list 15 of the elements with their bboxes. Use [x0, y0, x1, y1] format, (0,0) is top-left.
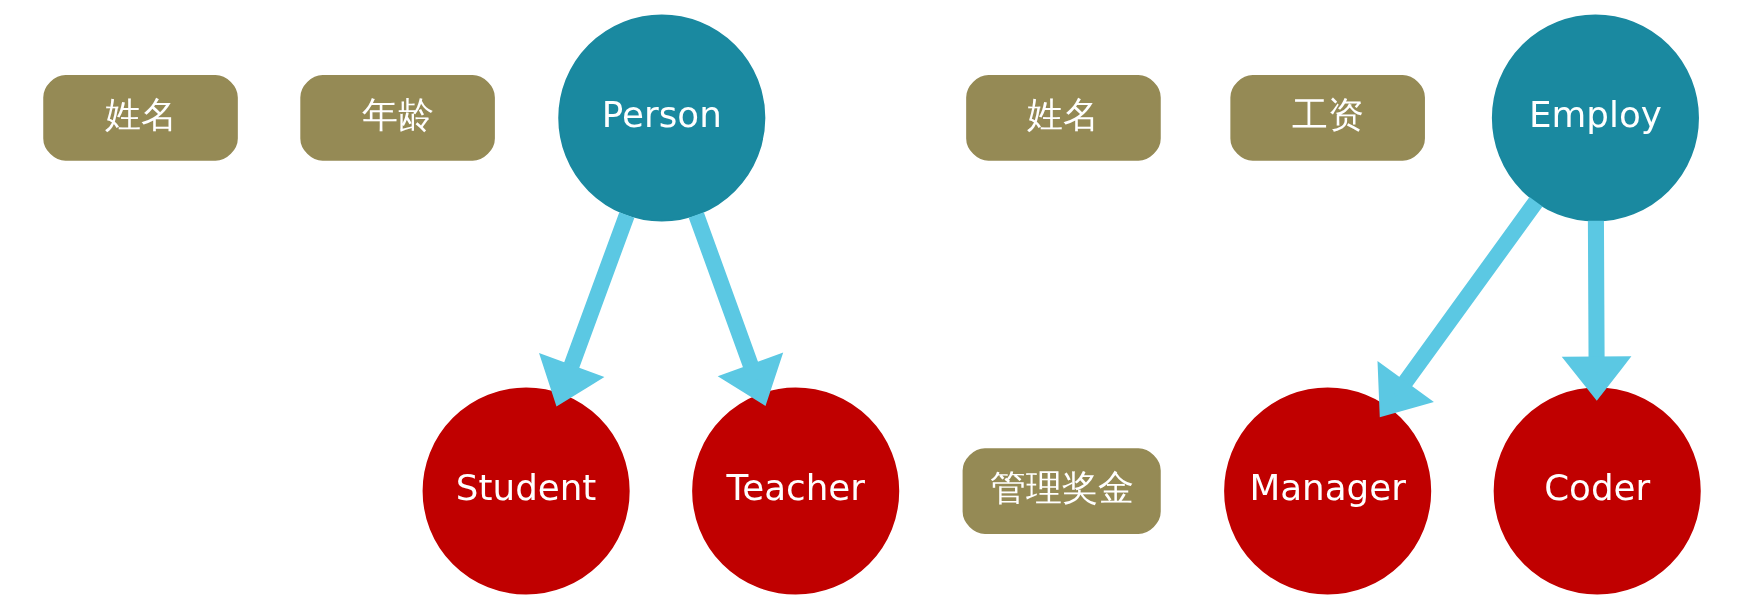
node-circle: Manager [1223, 387, 1431, 595]
node-box: 工资 [1229, 75, 1425, 161]
arrow [1561, 220, 1631, 401]
node-box: 姓名 [42, 75, 238, 161]
node-circle: Person [557, 14, 765, 222]
node-circle: Teacher [691, 387, 899, 595]
node-box: 姓名 [965, 75, 1161, 161]
node-circle: Student [422, 387, 630, 595]
arrow [538, 212, 634, 407]
node-box: 管理奖金 [962, 448, 1161, 534]
arrow [1377, 197, 1542, 418]
node-box: 年龄 [299, 75, 495, 161]
node-circle: Employ [1491, 14, 1699, 222]
arrow [688, 212, 783, 406]
node-circle: Coder [1493, 387, 1701, 595]
